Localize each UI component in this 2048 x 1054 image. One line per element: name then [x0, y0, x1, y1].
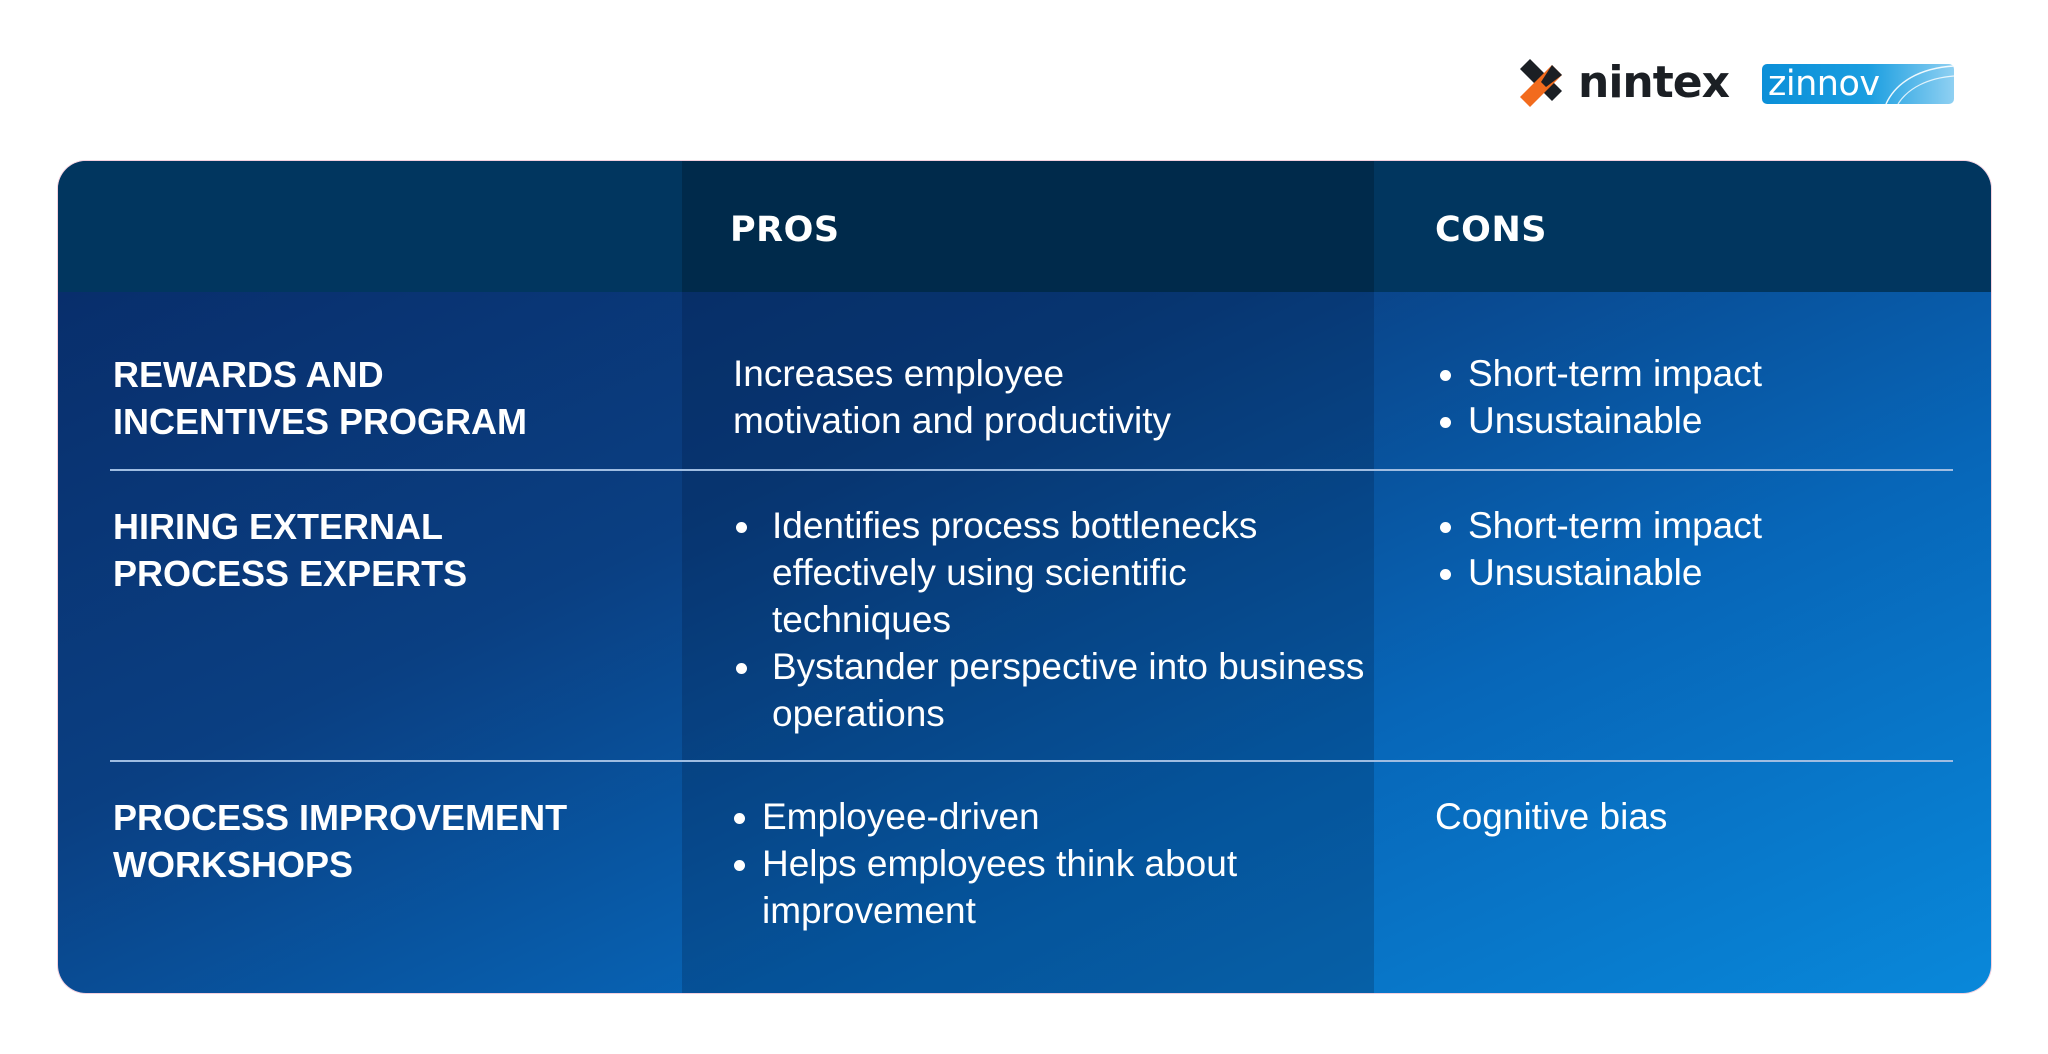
list-item: Helps employees think about improvement — [730, 840, 1330, 934]
row-title-workshops: PROCESS IMPROVEMENT WORKSHOPS — [113, 797, 568, 885]
list-item: Unsustainable — [1436, 397, 1762, 444]
list-item: Short-term impact — [1436, 502, 1762, 549]
row-divider — [110, 469, 1953, 471]
row-1-pros: Increases employee motivation and produc… — [733, 353, 1172, 441]
nintex-logo: nintex — [1516, 56, 1730, 110]
list-item: Identifies process bottlenecks effective… — [730, 502, 1370, 643]
comparison-table: PROS CONS REWARDS AND INCENTIVES PROGRAM… — [58, 161, 1991, 993]
row-2-cons: Short-term impact Unsustainable — [1436, 502, 1762, 596]
column-header-pros: PROS — [730, 210, 840, 250]
nintex-x-mark-icon — [1520, 59, 1562, 107]
list-item: Employee-driven — [730, 793, 1330, 840]
nintex-wordmark: nintex — [1578, 57, 1730, 108]
row-title-rewards: REWARDS AND INCENTIVES PROGRAM — [113, 354, 528, 442]
list-item: Unsustainable — [1436, 549, 1762, 596]
zinnov-logo: zinnov — [1762, 64, 1954, 104]
zinnov-swoosh-icon — [1885, 65, 1954, 104]
list-item: Bystander perspective into business oper… — [730, 643, 1370, 737]
row-2-pros: Identifies process bottlenecks effective… — [730, 502, 1370, 737]
zinnov-wordmark: zinnov — [1768, 64, 1880, 104]
row-1-cons: Short-term impact Unsustainable — [1436, 350, 1762, 444]
row-3-cons: Cognitive bias — [1435, 796, 1668, 837]
pros-column-background — [682, 161, 1374, 993]
pros-header-background — [682, 161, 1374, 292]
row-divider — [110, 760, 1953, 762]
column-header-cons: CONS — [1435, 210, 1547, 250]
row-3-pros: Employee-driven Helps employees think ab… — [730, 793, 1330, 934]
list-item: Short-term impact — [1436, 350, 1762, 397]
row-title-hiring: HIRING EXTERNAL PROCESS EXPERTS — [113, 506, 468, 594]
